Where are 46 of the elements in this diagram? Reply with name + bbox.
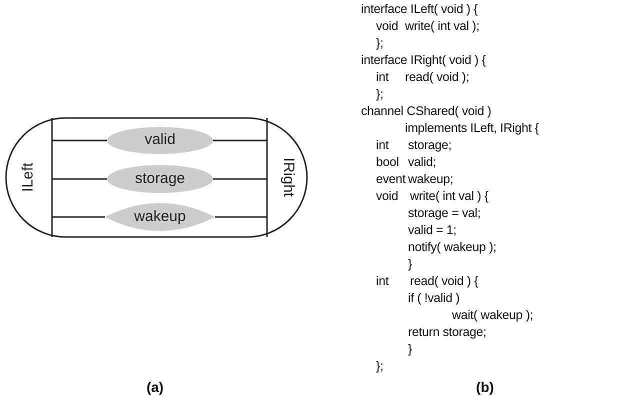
code-text: wakeup; — [408, 172, 454, 187]
code-text: bool — [376, 155, 399, 170]
code-text: read( void ); — [405, 70, 470, 85]
event-shape — [105, 203, 215, 231]
panel-label: (b) — [476, 378, 494, 397]
code-text: notify( wakeup ); — [408, 240, 496, 255]
code-text: write( int val ) { — [410, 189, 488, 204]
connector-line — [213, 140, 267, 142]
code-text: } — [408, 257, 412, 272]
code-text: } — [408, 342, 412, 357]
code-text: write( int val ); — [405, 19, 480, 34]
code-text: int — [376, 274, 389, 289]
code-text: int — [376, 70, 389, 85]
connector-line — [52, 140, 107, 142]
connector-line — [52, 216, 105, 218]
node-label: IRight — [278, 158, 298, 198]
code-text: interface ILeft( void ) { — [361, 2, 478, 17]
code-text: wait( wakeup ); — [452, 308, 534, 323]
connector-line — [52, 178, 107, 180]
channel-shape — [5, 117, 308, 238]
code-text: }; — [376, 87, 384, 102]
code-text: read( void ) { — [410, 274, 478, 289]
code-text: int — [376, 138, 389, 153]
code-text: interface IRight( void ) { — [361, 53, 486, 68]
code-text: event — [376, 172, 406, 187]
node-label: storage — [134, 168, 186, 189]
code-text: storage = val; — [408, 206, 481, 221]
code-text: channel CShared( void ) — [361, 104, 492, 119]
code-text: implements ILeft, IRight { — [405, 121, 539, 136]
code-text: valid = 1; — [408, 223, 456, 238]
code-text: }; — [376, 359, 384, 374]
connector-line — [215, 216, 267, 218]
code-text: storage; — [408, 138, 452, 153]
node-label: wakeup — [134, 206, 186, 227]
node-label: valid — [144, 130, 176, 150]
code-text: void — [376, 19, 398, 34]
variable-ellipse — [107, 127, 213, 154]
variable-ellipse — [107, 165, 213, 193]
code-text: }; — [376, 36, 384, 51]
connector-line — [213, 178, 267, 180]
code-text: void — [376, 189, 398, 204]
panel-label: (a) — [146, 378, 164, 397]
code-text: valid; — [408, 155, 436, 170]
code-text: return storage; — [408, 325, 486, 340]
code-text: if ( !valid ) — [408, 291, 460, 306]
node-label: ILeft — [18, 162, 38, 192]
